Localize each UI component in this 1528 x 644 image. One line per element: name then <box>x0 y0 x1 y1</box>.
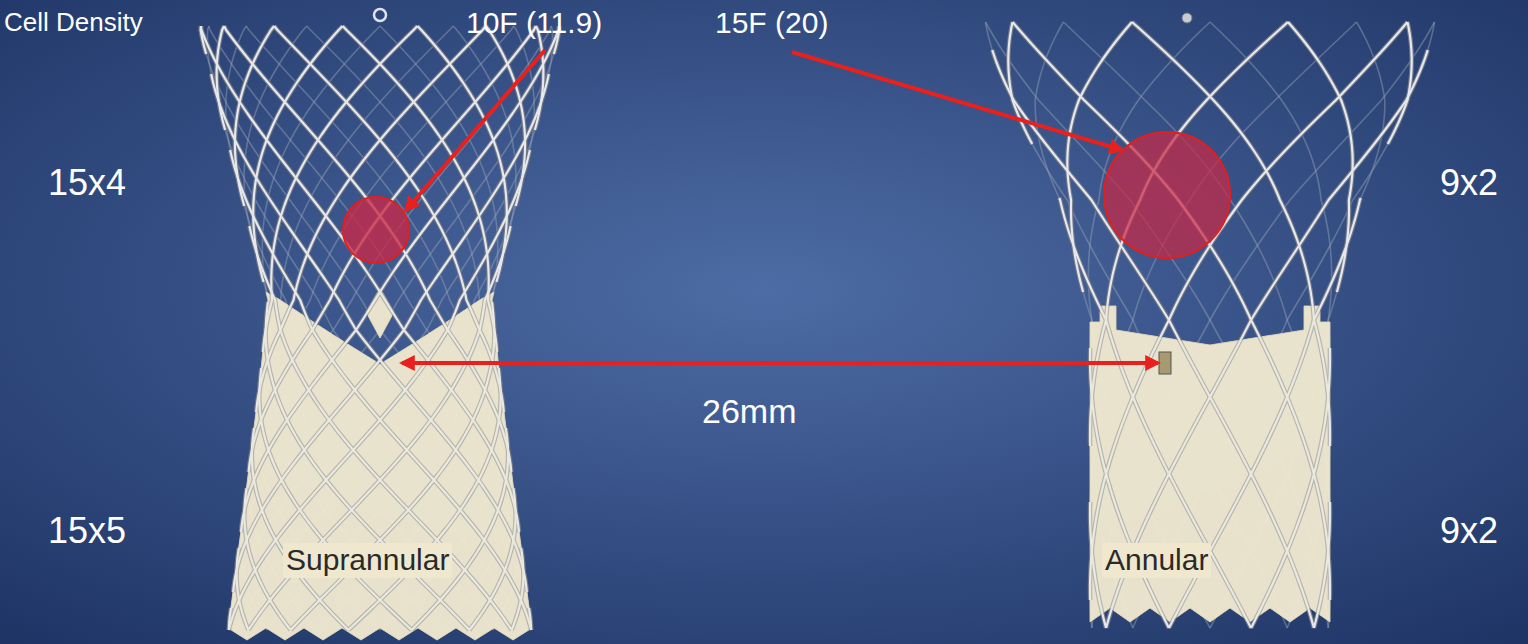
column-heading: Cell Density <box>4 8 143 38</box>
cell-count: 15x5 <box>48 510 126 551</box>
catheter-size: 15F (20) <box>715 6 828 41</box>
cell-count: 9x2 <box>1440 510 1498 551</box>
fabric-skirt <box>228 288 532 640</box>
leader-arrow <box>792 52 1122 150</box>
fabric-skirt <box>1090 306 1330 622</box>
stent-strut <box>1388 22 1412 144</box>
cell-count: 15x4 <box>48 162 126 203</box>
stent-strut <box>343 26 497 352</box>
catheter-size: 10F (11.9) <box>466 6 602 41</box>
fabric-skirt <box>1090 306 1330 622</box>
valve-position: Suprannular <box>283 543 452 578</box>
stent-strut <box>1288 22 1353 292</box>
supra-annular-valve <box>201 9 560 640</box>
fabric-skirt <box>228 288 532 640</box>
eyelet <box>1182 13 1192 23</box>
dimension-arrow <box>402 361 1158 365</box>
annotations <box>343 50 1230 363</box>
valve-position: Annular <box>1102 543 1211 578</box>
commissure-post <box>1159 352 1171 374</box>
cell-count: 9x2 <box>1440 162 1498 203</box>
dimension-label: 26mm <box>702 392 796 431</box>
stent-front <box>992 22 1427 628</box>
stent-strut <box>235 26 274 206</box>
cell-size-circle <box>343 197 409 263</box>
stent-strut <box>253 26 342 282</box>
annular-valve <box>985 13 1434 628</box>
eyelet <box>374 9 386 21</box>
stent-back <box>985 22 1434 628</box>
leader-arrow <box>406 50 545 210</box>
stent-strut <box>486 26 525 206</box>
cell-size-circle <box>1104 132 1230 258</box>
